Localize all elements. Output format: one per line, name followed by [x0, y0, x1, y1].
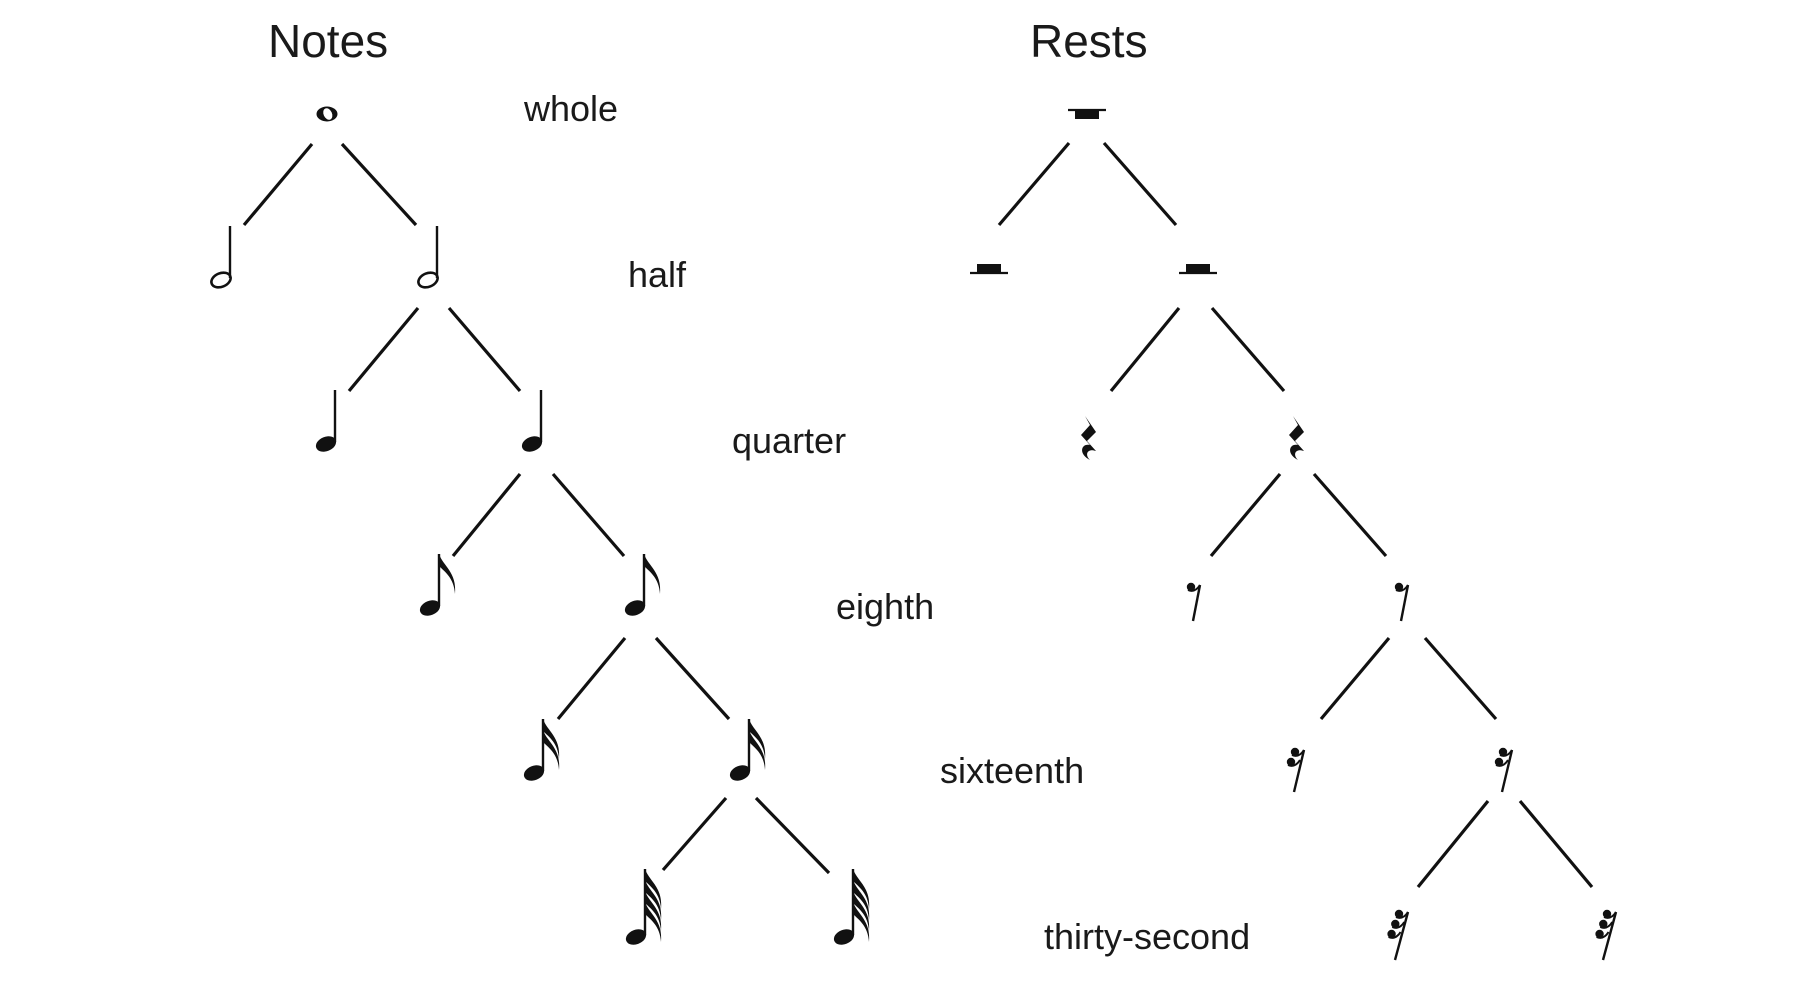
eighth-rest-icon: [1394, 582, 1410, 622]
branch-line: [1102, 141, 1178, 227]
half-rest-icon: [970, 264, 1008, 275]
quarter-rest-icon: [1289, 416, 1304, 460]
branch-line: [242, 142, 314, 227]
notes-heading: Notes: [268, 15, 389, 67]
sixteenth-note-icon: [729, 719, 766, 781]
whole-note-icon: [316, 106, 338, 122]
branch-line: [551, 472, 626, 558]
eighth-note-icon: [624, 554, 661, 616]
half-note-icon: [417, 226, 439, 289]
branch-line: [347, 306, 420, 393]
eighth-note-icon: [419, 554, 456, 616]
branch-line: [654, 636, 731, 721]
thirty-second-note-icon: [833, 869, 870, 945]
quarter-note-icon: [521, 390, 543, 452]
half-note-icon: [210, 226, 232, 289]
sixteenth-note-icon: [523, 719, 560, 781]
branch-line: [1109, 306, 1181, 393]
level-label-quarter: quarter: [732, 420, 847, 461]
branch-line: [1423, 636, 1498, 721]
thirty-second-note-icon: [625, 869, 662, 945]
level-label-half: half: [628, 254, 687, 295]
eighth-rest-icon: [1186, 582, 1202, 622]
branch-line: [447, 306, 522, 393]
quarter-note-icon: [315, 390, 337, 452]
branch-line: [451, 472, 522, 558]
branch-line: [661, 796, 728, 872]
branch-line: [997, 141, 1071, 227]
half-rest-icon: [1179, 264, 1217, 275]
rests-heading: Rests: [1030, 15, 1148, 67]
branch-line: [1312, 472, 1388, 558]
level-label-eighth: eighth: [836, 586, 935, 627]
quarter-rest-icon: [1081, 416, 1096, 460]
sixteenth-rest-icon: [1286, 747, 1306, 793]
branch-line: [556, 636, 627, 721]
thirty-second-rest-icon: [1387, 909, 1410, 961]
branch-line: [1319, 636, 1391, 721]
level-label-whole: whole: [524, 88, 619, 129]
whole-rest-icon: [1068, 108, 1106, 119]
level-label-thirty-second: thirty-second: [1044, 916, 1251, 957]
branch-line: [1210, 306, 1286, 393]
branch-line: [754, 796, 831, 875]
level-label-sixteenth: sixteenth: [940, 750, 1085, 791]
thirty-second-rest-icon: [1595, 909, 1618, 961]
sixteenth-rest-icon: [1494, 747, 1514, 793]
branch-line: [1518, 799, 1594, 889]
branch-line: [340, 142, 418, 227]
branch-line: [1209, 472, 1282, 558]
branch-line: [1416, 799, 1490, 889]
